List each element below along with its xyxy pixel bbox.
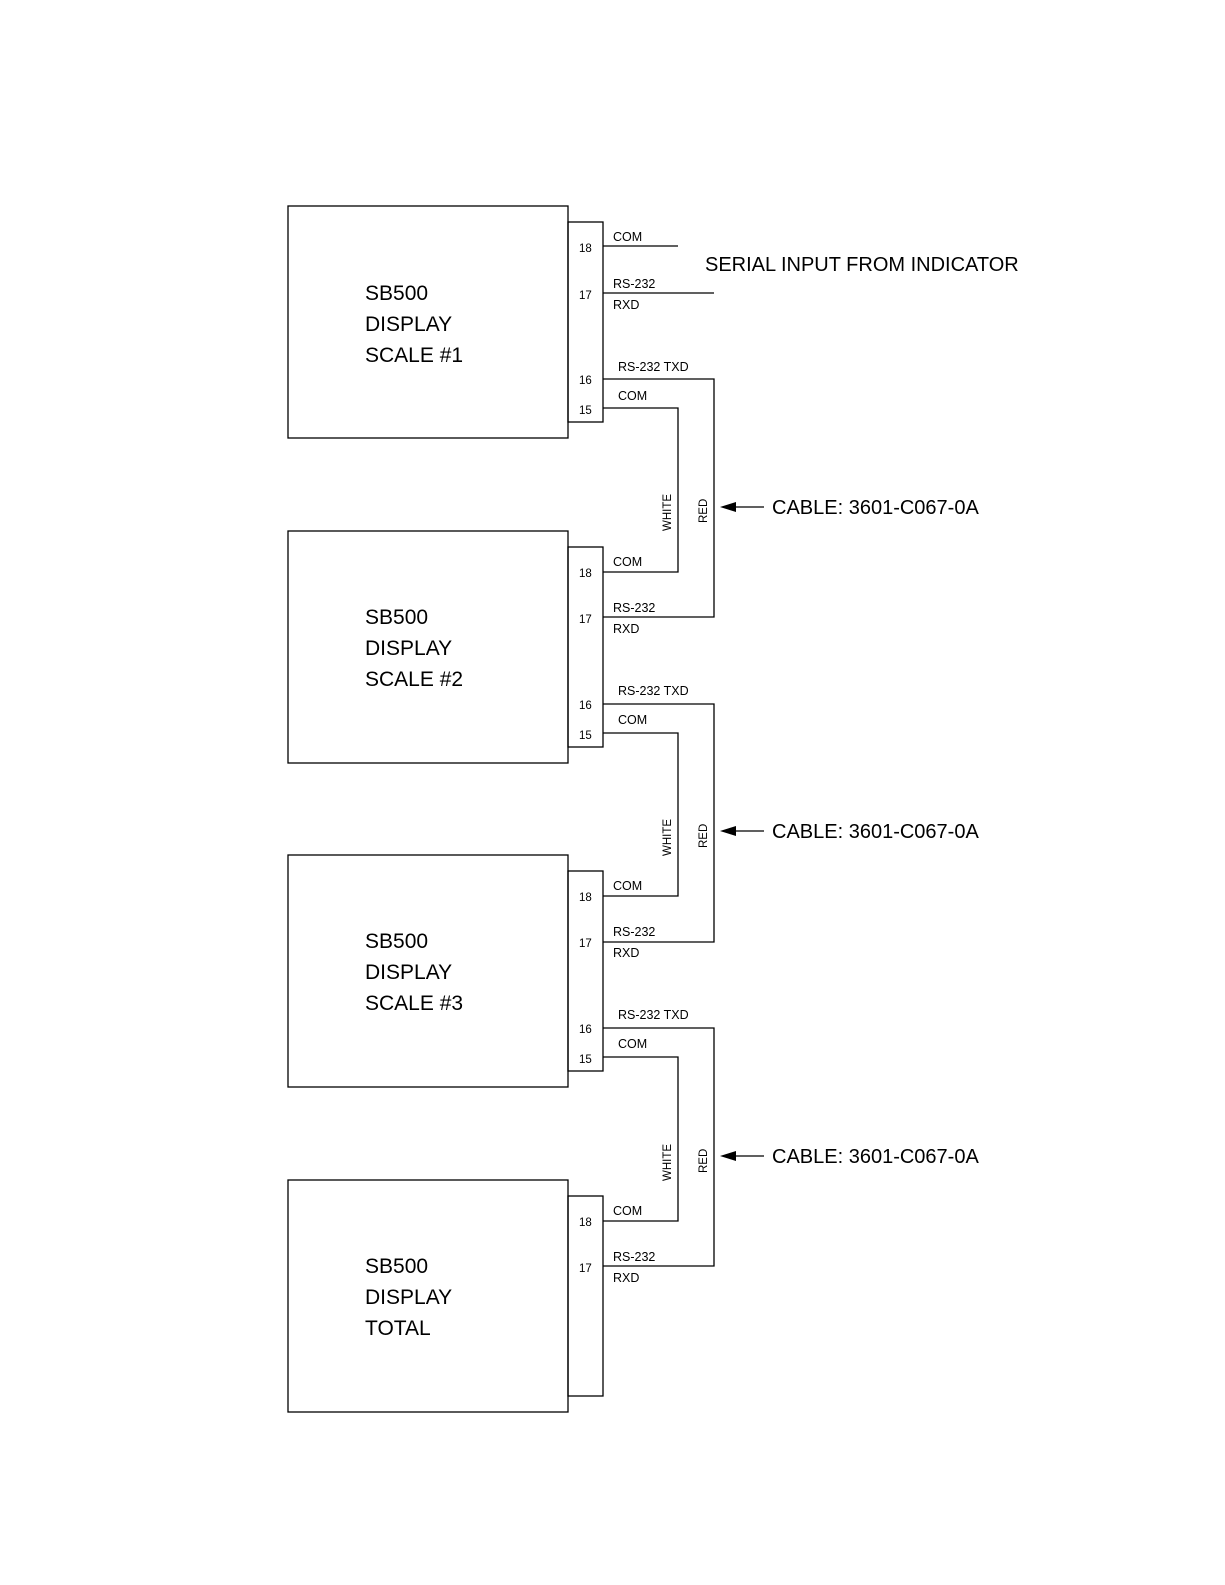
pin-16-label: 16 — [579, 1024, 592, 1036]
signal-com-in: COM — [613, 555, 642, 569]
signal-rs232-in: RS-232 — [613, 1250, 655, 1264]
arrow-left-icon — [720, 826, 736, 836]
signal-rxd-in: RXD — [613, 298, 639, 312]
white-wire-label: WHITE — [662, 1144, 674, 1181]
unit-title-line-3: TOTAL — [365, 1317, 431, 1340]
pin-18-label: 18 — [579, 568, 592, 580]
unit-title-line-1: SB500 — [365, 282, 428, 305]
unit-total: SB500 DISPLAY TOTAL 18 17 COM RS-232 RXD — [287, 1179, 655, 1413]
white-wire-label: WHITE — [662, 819, 674, 856]
unit-title-line-1: SB500 — [365, 930, 428, 953]
cable-2: WHITE RED CABLE: 3601-C067-0A — [603, 703, 979, 943]
unit-title-line-2: DISPLAY — [365, 637, 452, 660]
pin-15-label: 15 — [579, 1054, 592, 1066]
unit-title-line-1: SB500 — [365, 1255, 428, 1278]
pin-17-label: 17 — [579, 1263, 592, 1275]
signal-com-in: COM — [613, 1204, 642, 1218]
terminal-block — [567, 221, 604, 423]
red-wire-label: RED — [698, 499, 710, 523]
unit-scale-3: SB500 DISPLAY SCALE #3 18 17 16 15 COM R… — [287, 854, 689, 1088]
signal-rs232-in: RS-232 — [613, 925, 655, 939]
unit-title-line-1: SB500 — [365, 606, 428, 629]
signal-txd-out: RS-232 TXD — [618, 1008, 689, 1022]
signal-rxd-in: RXD — [613, 946, 639, 960]
pin-18-label: 18 — [579, 243, 592, 255]
signal-rs232-in: RS-232 — [613, 601, 655, 615]
pin-18-label: 18 — [579, 1217, 592, 1229]
cable-label: CABLE: 3601-C067-0A — [772, 821, 979, 843]
unit-title-line-2: DISPLAY — [365, 1286, 452, 1309]
signal-rs232-in: RS-232 — [613, 277, 655, 291]
signal-txd-out: RS-232 TXD — [618, 360, 689, 374]
signal-txd-out: RS-232 TXD — [618, 684, 689, 698]
terminal-block — [567, 1195, 604, 1397]
signal-rxd-in: RXD — [613, 622, 639, 636]
unit-title-line-3: SCALE #2 — [365, 668, 463, 691]
red-wire — [603, 1027, 715, 1267]
serial-input-label: SERIAL INPUT FROM INDICATOR — [705, 254, 1019, 276]
unit-title-line-2: DISPLAY — [365, 313, 452, 336]
unit-title-line-3: SCALE #1 — [365, 344, 463, 367]
red-wire-label: RED — [698, 824, 710, 848]
pin-15-label: 15 — [579, 730, 592, 742]
unit-scale-1: SB500 DISPLAY SCALE #1 18 17 16 15 COM R… — [287, 205, 714, 439]
arrow-left-icon — [720, 1151, 736, 1161]
white-wire — [603, 732, 679, 897]
signal-com-in: COM — [613, 879, 642, 893]
pin-17-label: 17 — [579, 614, 592, 626]
signal-com-out: COM — [618, 1037, 647, 1051]
terminal-block — [567, 546, 604, 748]
red-wire — [603, 703, 715, 943]
unit-title-line-2: DISPLAY — [365, 961, 452, 984]
pin-17-label: 17 — [579, 290, 592, 302]
pin-16-label: 16 — [579, 700, 592, 712]
unit-scale-2: SB500 DISPLAY SCALE #2 18 17 16 15 COM R… — [287, 530, 689, 764]
unit-title-line-3: SCALE #3 — [365, 992, 463, 1015]
pin-15-label: 15 — [579, 405, 592, 417]
signal-com-out: COM — [618, 389, 647, 403]
pin-16-label: 16 — [579, 375, 592, 387]
cable-1: WHITE RED CABLE: 3601-C067-0A — [603, 378, 979, 618]
signal-rxd-in: RXD — [613, 1271, 639, 1285]
white-wire — [603, 1056, 679, 1222]
pin-17-label: 17 — [579, 938, 592, 950]
terminal-block — [567, 870, 604, 1072]
red-wire-label: RED — [698, 1149, 710, 1173]
cable-label: CABLE: 3601-C067-0A — [772, 497, 979, 519]
cable-label: CABLE: 3601-C067-0A — [772, 1146, 979, 1168]
arrow-left-icon — [720, 502, 736, 512]
pin-18-label: 18 — [579, 892, 592, 904]
signal-com-in: COM — [613, 230, 642, 244]
signal-com-out: COM — [618, 713, 647, 727]
red-wire — [603, 378, 715, 618]
white-wire-label: WHITE — [662, 494, 674, 531]
cable-3: WHITE RED CABLE: 3601-C067-0A — [603, 1027, 979, 1267]
white-wire — [603, 407, 679, 573]
